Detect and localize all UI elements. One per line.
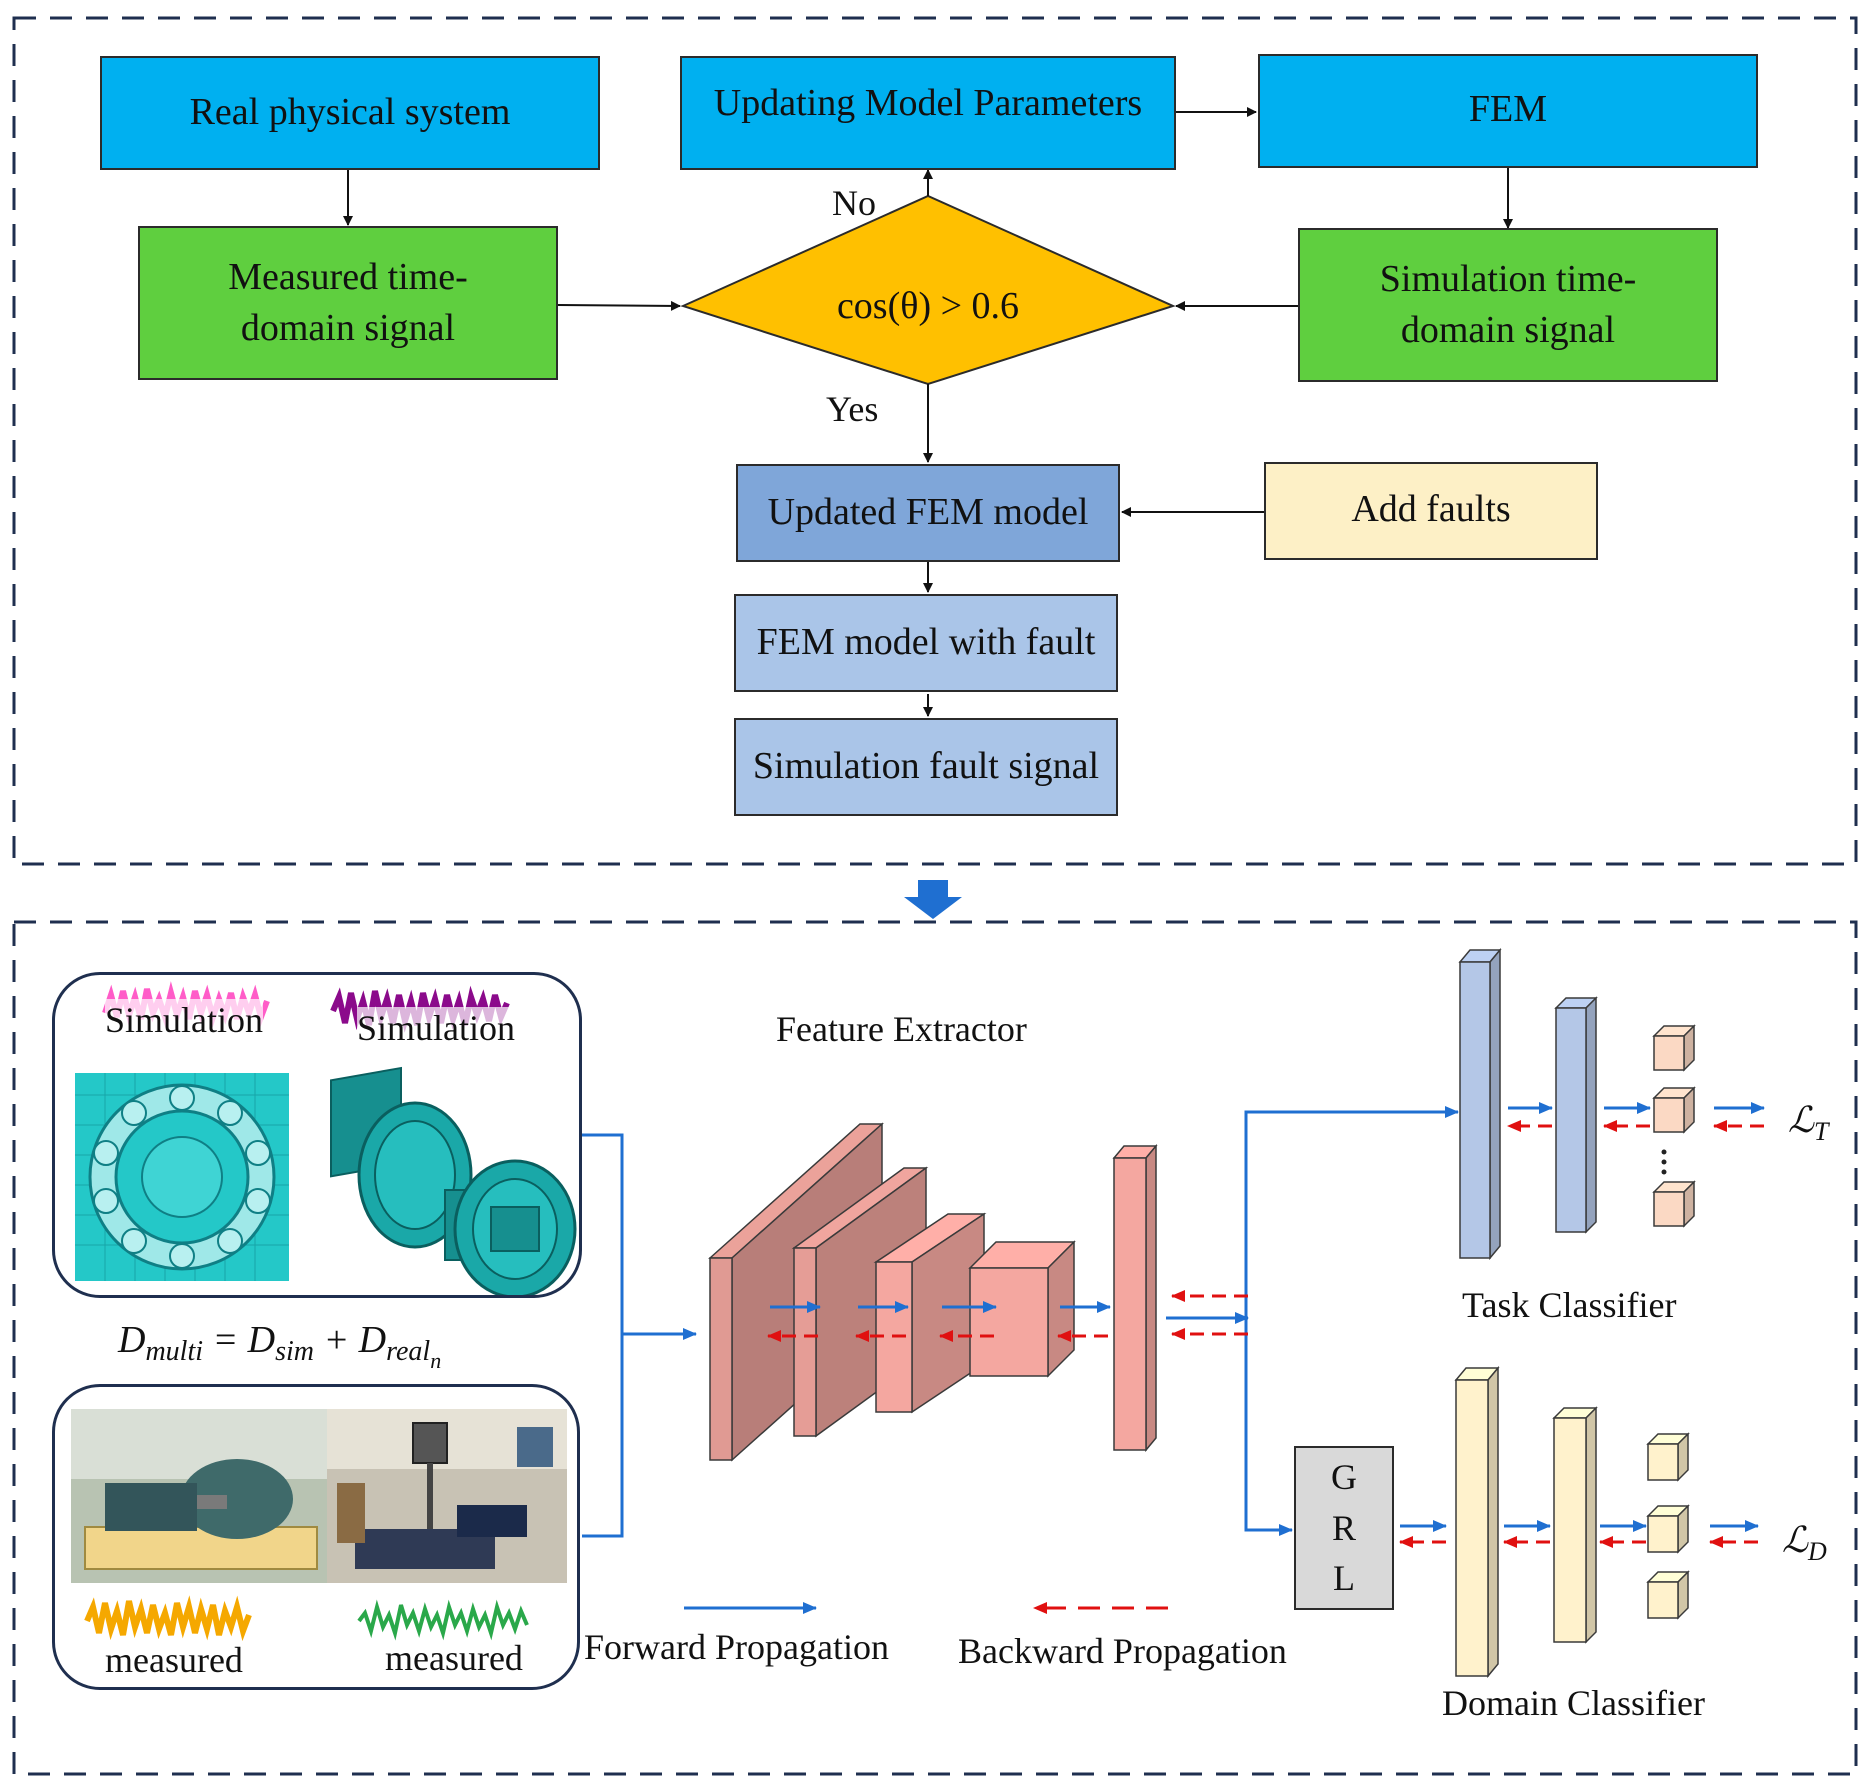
updating-box: Updating Model Parameters: [680, 56, 1176, 170]
task-output-2-front: [1653, 1097, 1685, 1133]
ellipsis-dot-3: [1661, 1169, 1667, 1175]
domain-output-2-front: [1647, 1515, 1679, 1553]
measured-signal-box: Measured time- domain signal: [138, 226, 558, 380]
fe-block-5-front: [1113, 1157, 1147, 1451]
feature-extractor: [708, 1122, 1158, 1462]
measured-line-1: Measured time-: [228, 255, 468, 298]
fault-model-box: FEM model with fault: [734, 594, 1118, 692]
updating-label: Updating Model Parameters: [713, 82, 1143, 124]
classifiers: [1454, 947, 1696, 1679]
dataset-connector: [582, 1133, 697, 1538]
bearing-mesh-image: [75, 1073, 289, 1281]
fe-block-2-front: [793, 1247, 817, 1437]
legend-forward-label: Forward Propagation: [584, 1627, 889, 1667]
grl-letter-l: L: [1333, 1558, 1355, 1599]
grl-letter-g: G: [1331, 1457, 1357, 1498]
decision-text: cos(θ) > 0.6: [837, 285, 1019, 327]
updated-model-label: Updated FEM model: [767, 491, 1089, 534]
test-rig-photo-right: [327, 1409, 567, 1583]
decision-diamond: [680, 194, 1176, 386]
test-rig-photo-left: [71, 1409, 327, 1583]
measured-line-2: domain signal: [240, 307, 456, 349]
fem-label: FEM: [1468, 88, 1548, 130]
domain-layer-1-side: [1487, 1365, 1499, 1679]
add-faults-box: Add faults: [1264, 462, 1598, 560]
fault-signal-label: Simulation fault signal: [752, 745, 1100, 788]
grl-letter-r: R: [1331, 1507, 1356, 1548]
fe-block-4-front: [969, 1267, 1049, 1377]
yes-label: Yes: [826, 389, 879, 429]
loss-domain-label: ℒD: [1782, 1520, 1827, 1566]
task-layer-2-side: [1585, 996, 1597, 1234]
fe-block-5-side: [1145, 1143, 1157, 1453]
simulation-label-left: Simulation: [105, 999, 264, 1041]
legend-backward-label: Backward Propagation: [958, 1631, 1287, 1671]
simulation-signal-box: Simulation time- domain signal: [1298, 228, 1718, 382]
arrow-measured-to-decision: [557, 300, 681, 311]
no-label: No: [832, 183, 876, 223]
domain-layer-2-side: [1585, 1406, 1597, 1644]
propagation-arrows: [767, 1102, 1765, 1548]
real-system-box: Real physical system: [100, 56, 600, 170]
measured-label-left: measured: [105, 1640, 243, 1680]
simulation-label-right: Simulation: [357, 1007, 516, 1049]
loss-task-label: ℒT: [1788, 1100, 1830, 1146]
domain-classifier-label: Domain Classifier: [1442, 1683, 1705, 1723]
measured-dataset-panel: measured measured: [52, 1384, 580, 1690]
task-layer-1-front: [1459, 961, 1491, 1259]
real-system-label: Real physical system: [189, 91, 511, 134]
dataset-formula: Dmulti = Dsim + Drealn: [117, 1319, 441, 1373]
simulation-dataset-panel: Simulation Simulation: [52, 972, 582, 1298]
simulation-line-1: Simulation time-: [1379, 257, 1637, 300]
fault-signal-box: Simulation fault signal: [734, 718, 1118, 816]
domain-output-1-front: [1647, 1443, 1679, 1481]
ellipsis-dot-1: [1661, 1149, 1667, 1155]
fe-block-1-front: [709, 1257, 733, 1461]
feature-extractor-label: Feature Extractor: [776, 1009, 1027, 1049]
measured-wave-orange: [84, 1595, 252, 1642]
top-frame: [12, 16, 1858, 866]
simulation-line-2: domain signal: [1400, 309, 1616, 351]
task-layer-2-front: [1555, 1007, 1587, 1233]
bottom-frame: [12, 920, 1858, 1776]
domain-layer-1-front: [1455, 1379, 1489, 1677]
updated-model-box: Updated FEM model: [736, 464, 1120, 562]
fem-box: FEM: [1258, 54, 1758, 168]
ellipsis-dot-2: [1661, 1159, 1667, 1165]
down-arrow-icon: [904, 880, 962, 919]
measured-label-right: measured: [385, 1638, 523, 1678]
grl-box: G R L: [1294, 1446, 1394, 1610]
measured-wave-green: [357, 1599, 529, 1641]
task-output-1-front: [1653, 1035, 1685, 1071]
task-classifier-label: Task Classifier: [1462, 1285, 1677, 1325]
domain-layer-2-front: [1553, 1417, 1587, 1643]
task-layer-1-side: [1489, 947, 1501, 1261]
fault-model-label: FEM model with fault: [756, 621, 1096, 664]
add-faults-label: Add faults: [1351, 488, 1511, 530]
task-output-3-front: [1653, 1191, 1685, 1227]
gearbox-mesh-image: [330, 1066, 577, 1295]
domain-output-3-front: [1647, 1581, 1679, 1619]
branch-connector: [1244, 1106, 1459, 1536]
